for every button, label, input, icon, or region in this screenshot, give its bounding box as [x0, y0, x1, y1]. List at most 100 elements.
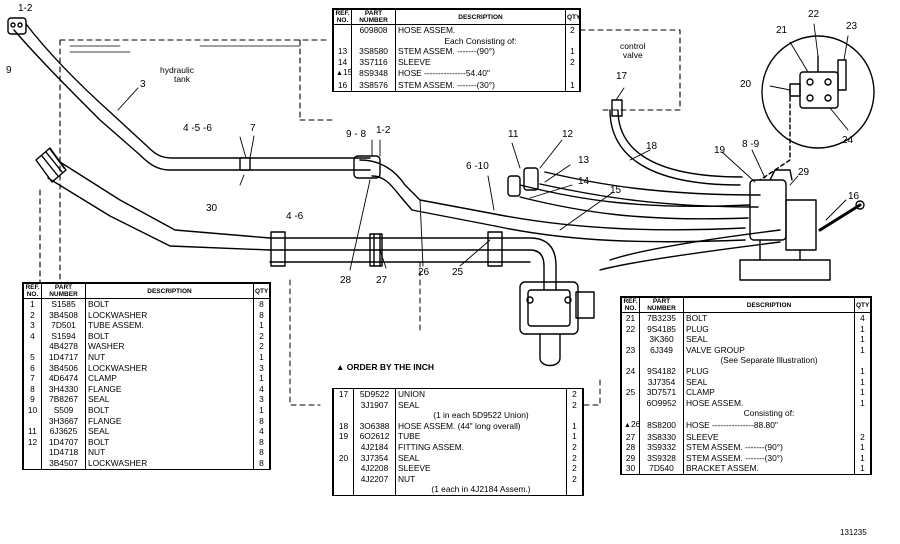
- ref-cell: 20: [333, 452, 354, 464]
- part-cell: 3K360: [639, 334, 684, 345]
- part-cell: [639, 355, 684, 366]
- callout-9: 9: [6, 65, 12, 76]
- ref-cell: 9: [23, 394, 42, 405]
- qty-cell: [854, 355, 871, 366]
- callout-24: 24: [842, 135, 854, 146]
- part-cell: 3H4330: [41, 383, 86, 395]
- qty-cell: 2: [854, 431, 871, 443]
- part-cell: 6J349: [639, 344, 684, 356]
- order-by-inch-note: ▲ ORDER BY THE INCH: [336, 362, 434, 372]
- callout-28: 28: [340, 275, 352, 286]
- qty-cell: 2: [566, 441, 583, 453]
- hose-18: [609, 99, 743, 186]
- table-row: (1 each in 4J2184 Assem.): [333, 484, 583, 495]
- ref-cell: [333, 410, 354, 421]
- ref-cell: 17: [333, 389, 354, 400]
- drawing-number: 131235: [840, 528, 867, 537]
- qty-cell: 1: [565, 79, 580, 91]
- qty-cell: 8: [253, 447, 270, 458]
- callout-17: 17: [616, 71, 628, 82]
- qty-cell: 8: [253, 415, 270, 427]
- desc-cell: SEAL: [395, 399, 567, 411]
- part-cell: 7D540: [639, 463, 684, 474]
- parts-table-top: REF. NO. PART NUMBER DESCRIPTION QTY 609…: [332, 8, 581, 92]
- part-cell: 3S7116: [351, 56, 396, 68]
- part-cell: 7B3235: [639, 312, 684, 324]
- callout-25: 25: [452, 267, 464, 278]
- desc-cell: (See Separate Illustration): [683, 355, 855, 366]
- desc-cell: CLAMP: [683, 387, 855, 398]
- desc-cell: Consisting of:: [683, 408, 855, 419]
- qty-cell: 1: [854, 387, 871, 398]
- desc-cell: HOSE ASSEM.: [683, 397, 855, 409]
- qty-cell: 1: [854, 323, 871, 335]
- table-row: (See Separate Illustration): [621, 355, 871, 366]
- tank-hatch: [69, 45, 301, 53]
- desc-cell: BOLT: [85, 330, 254, 342]
- qty-cell: 1: [253, 320, 270, 331]
- col-ref: REF. NO.: [333, 9, 352, 25]
- main-pipe: [269, 231, 557, 291]
- callout-18: 18: [646, 141, 658, 152]
- desc-cell: SLEEVE: [683, 431, 855, 443]
- ref-cell: [23, 457, 42, 469]
- table-row: Consisting of:: [621, 408, 871, 419]
- part-cell: 3S9328: [639, 452, 684, 464]
- qty-cell: 1: [854, 442, 871, 453]
- qty-cell: 1: [854, 397, 871, 409]
- qty-cell: 2: [565, 56, 580, 68]
- part-cell: 4J2184: [353, 441, 396, 453]
- col-qty: QTY: [565, 9, 580, 25]
- desc-cell: BOLT: [85, 298, 254, 310]
- qty-cell: 2: [566, 473, 583, 485]
- suction-pipe: [35, 147, 271, 251]
- desc-cell: LOCKWASHER: [85, 309, 254, 321]
- desc-cell: HOSE ASSEM.: [395, 24, 566, 36]
- ref-cell: 18: [333, 420, 354, 432]
- desc-cell: STEM ASSEM. -------(90°): [683, 442, 855, 453]
- table-header: REF. NO. PART NUMBER DESCRIPTION QTY: [621, 297, 871, 313]
- qty-cell: 2: [253, 330, 270, 342]
- desc-cell: SEAL: [683, 334, 855, 345]
- callout-27: 27: [376, 275, 388, 286]
- part-cell: S1585: [41, 298, 86, 310]
- qty-cell: 1: [566, 420, 583, 432]
- control-valve-note-line2: valve: [622, 50, 643, 60]
- ref-cell: 12: [23, 436, 42, 448]
- ref-cell: ▲26: [621, 418, 640, 432]
- ref-cell: [621, 334, 640, 345]
- desc-cell: BOLT: [85, 404, 254, 416]
- ref-cell: 24: [621, 365, 640, 377]
- ref-cell: [333, 35, 352, 47]
- control-valve-note: control valve: [620, 42, 646, 60]
- desc-cell: PLUG: [683, 323, 855, 335]
- ref-cell: 19: [333, 431, 354, 442]
- qty-cell: 8: [253, 309, 270, 321]
- part-cell: 3J7354: [639, 376, 684, 388]
- desc-cell: BRACKET ASSEM.: [683, 463, 855, 474]
- control-valve-outline: [579, 29, 681, 111]
- ref-cell: [621, 397, 640, 409]
- desc-cell: NUT: [85, 447, 254, 458]
- qty-cell: 1: [253, 404, 270, 416]
- callout-21: 21: [776, 25, 788, 36]
- part-cell: 6O2612: [353, 431, 396, 442]
- ref-cell: [333, 473, 354, 485]
- control-valve-assembly: [739, 169, 865, 281]
